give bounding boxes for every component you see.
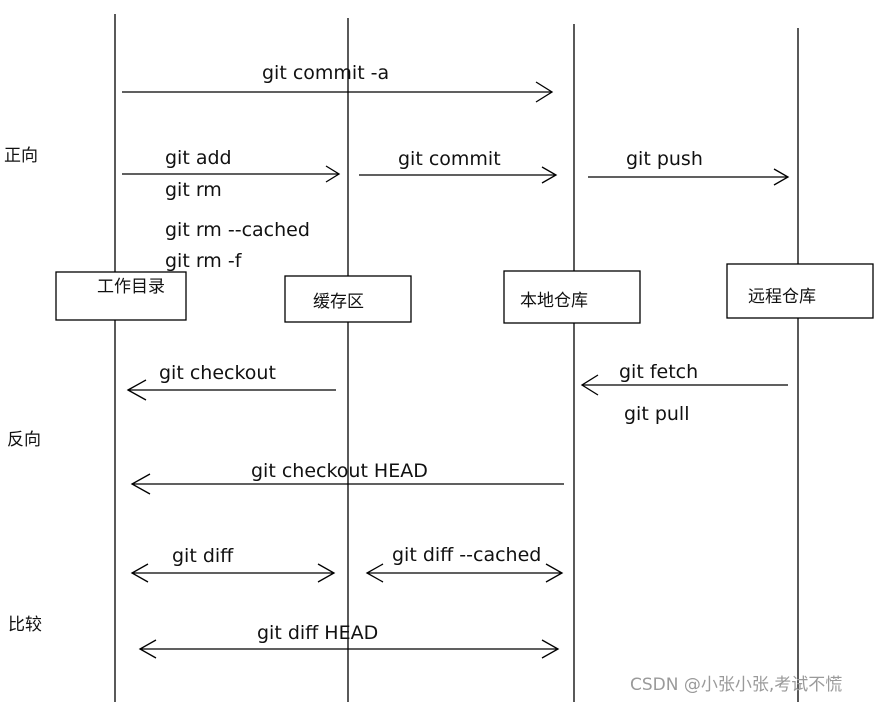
section-label-forward: 正向 bbox=[4, 146, 38, 166]
arrow-fetch bbox=[580, 374, 788, 396]
label-push: git push bbox=[626, 148, 703, 170]
arrow-diff-head bbox=[138, 639, 560, 659]
arrow-diff-cached bbox=[365, 563, 564, 583]
label-diff-cached: git diff --cached bbox=[392, 544, 541, 566]
area-box-local: 本地仓库 bbox=[503, 270, 641, 324]
label-diff: git diff bbox=[172, 545, 234, 567]
area-label-staging: 缓存区 bbox=[313, 292, 364, 312]
label-fetch: git fetch bbox=[619, 361, 698, 383]
arrow-add bbox=[122, 165, 341, 183]
label-pull: git pull bbox=[624, 403, 690, 425]
arrow-commit bbox=[359, 166, 558, 184]
arrow-commit-a bbox=[122, 81, 554, 103]
label-rm-f: git rm -f bbox=[165, 250, 243, 272]
section-label-compare: 比较 bbox=[8, 615, 42, 635]
arrow-diff bbox=[130, 563, 336, 583]
area-box-working: 工作目录 bbox=[55, 271, 187, 321]
arrow-checkout bbox=[126, 379, 336, 401]
label-rm-cached: git rm --cached bbox=[165, 219, 310, 241]
area-label-working: 工作目录 bbox=[97, 277, 165, 297]
label-commit: git commit bbox=[398, 148, 501, 170]
label-diff-head: git diff HEAD bbox=[257, 622, 378, 644]
arrow-checkout-head bbox=[130, 473, 564, 495]
label-commit-a: git commit -a bbox=[262, 62, 389, 84]
label-checkout-head: git checkout HEAD bbox=[251, 460, 428, 482]
area-label-local: 本地仓库 bbox=[520, 291, 588, 311]
arrow-push bbox=[588, 168, 790, 186]
area-label-remote: 远程仓库 bbox=[748, 287, 816, 307]
area-box-staging: 缓存区 bbox=[284, 275, 412, 323]
label-rm: git rm bbox=[165, 179, 222, 201]
label-checkout: git checkout bbox=[159, 362, 276, 384]
section-label-reverse: 反向 bbox=[7, 430, 41, 450]
area-box-remote: 远程仓库 bbox=[726, 263, 874, 319]
label-add: git add bbox=[165, 147, 232, 169]
watermark-text: CSDN @小张小张,考试不慌 bbox=[630, 675, 842, 695]
